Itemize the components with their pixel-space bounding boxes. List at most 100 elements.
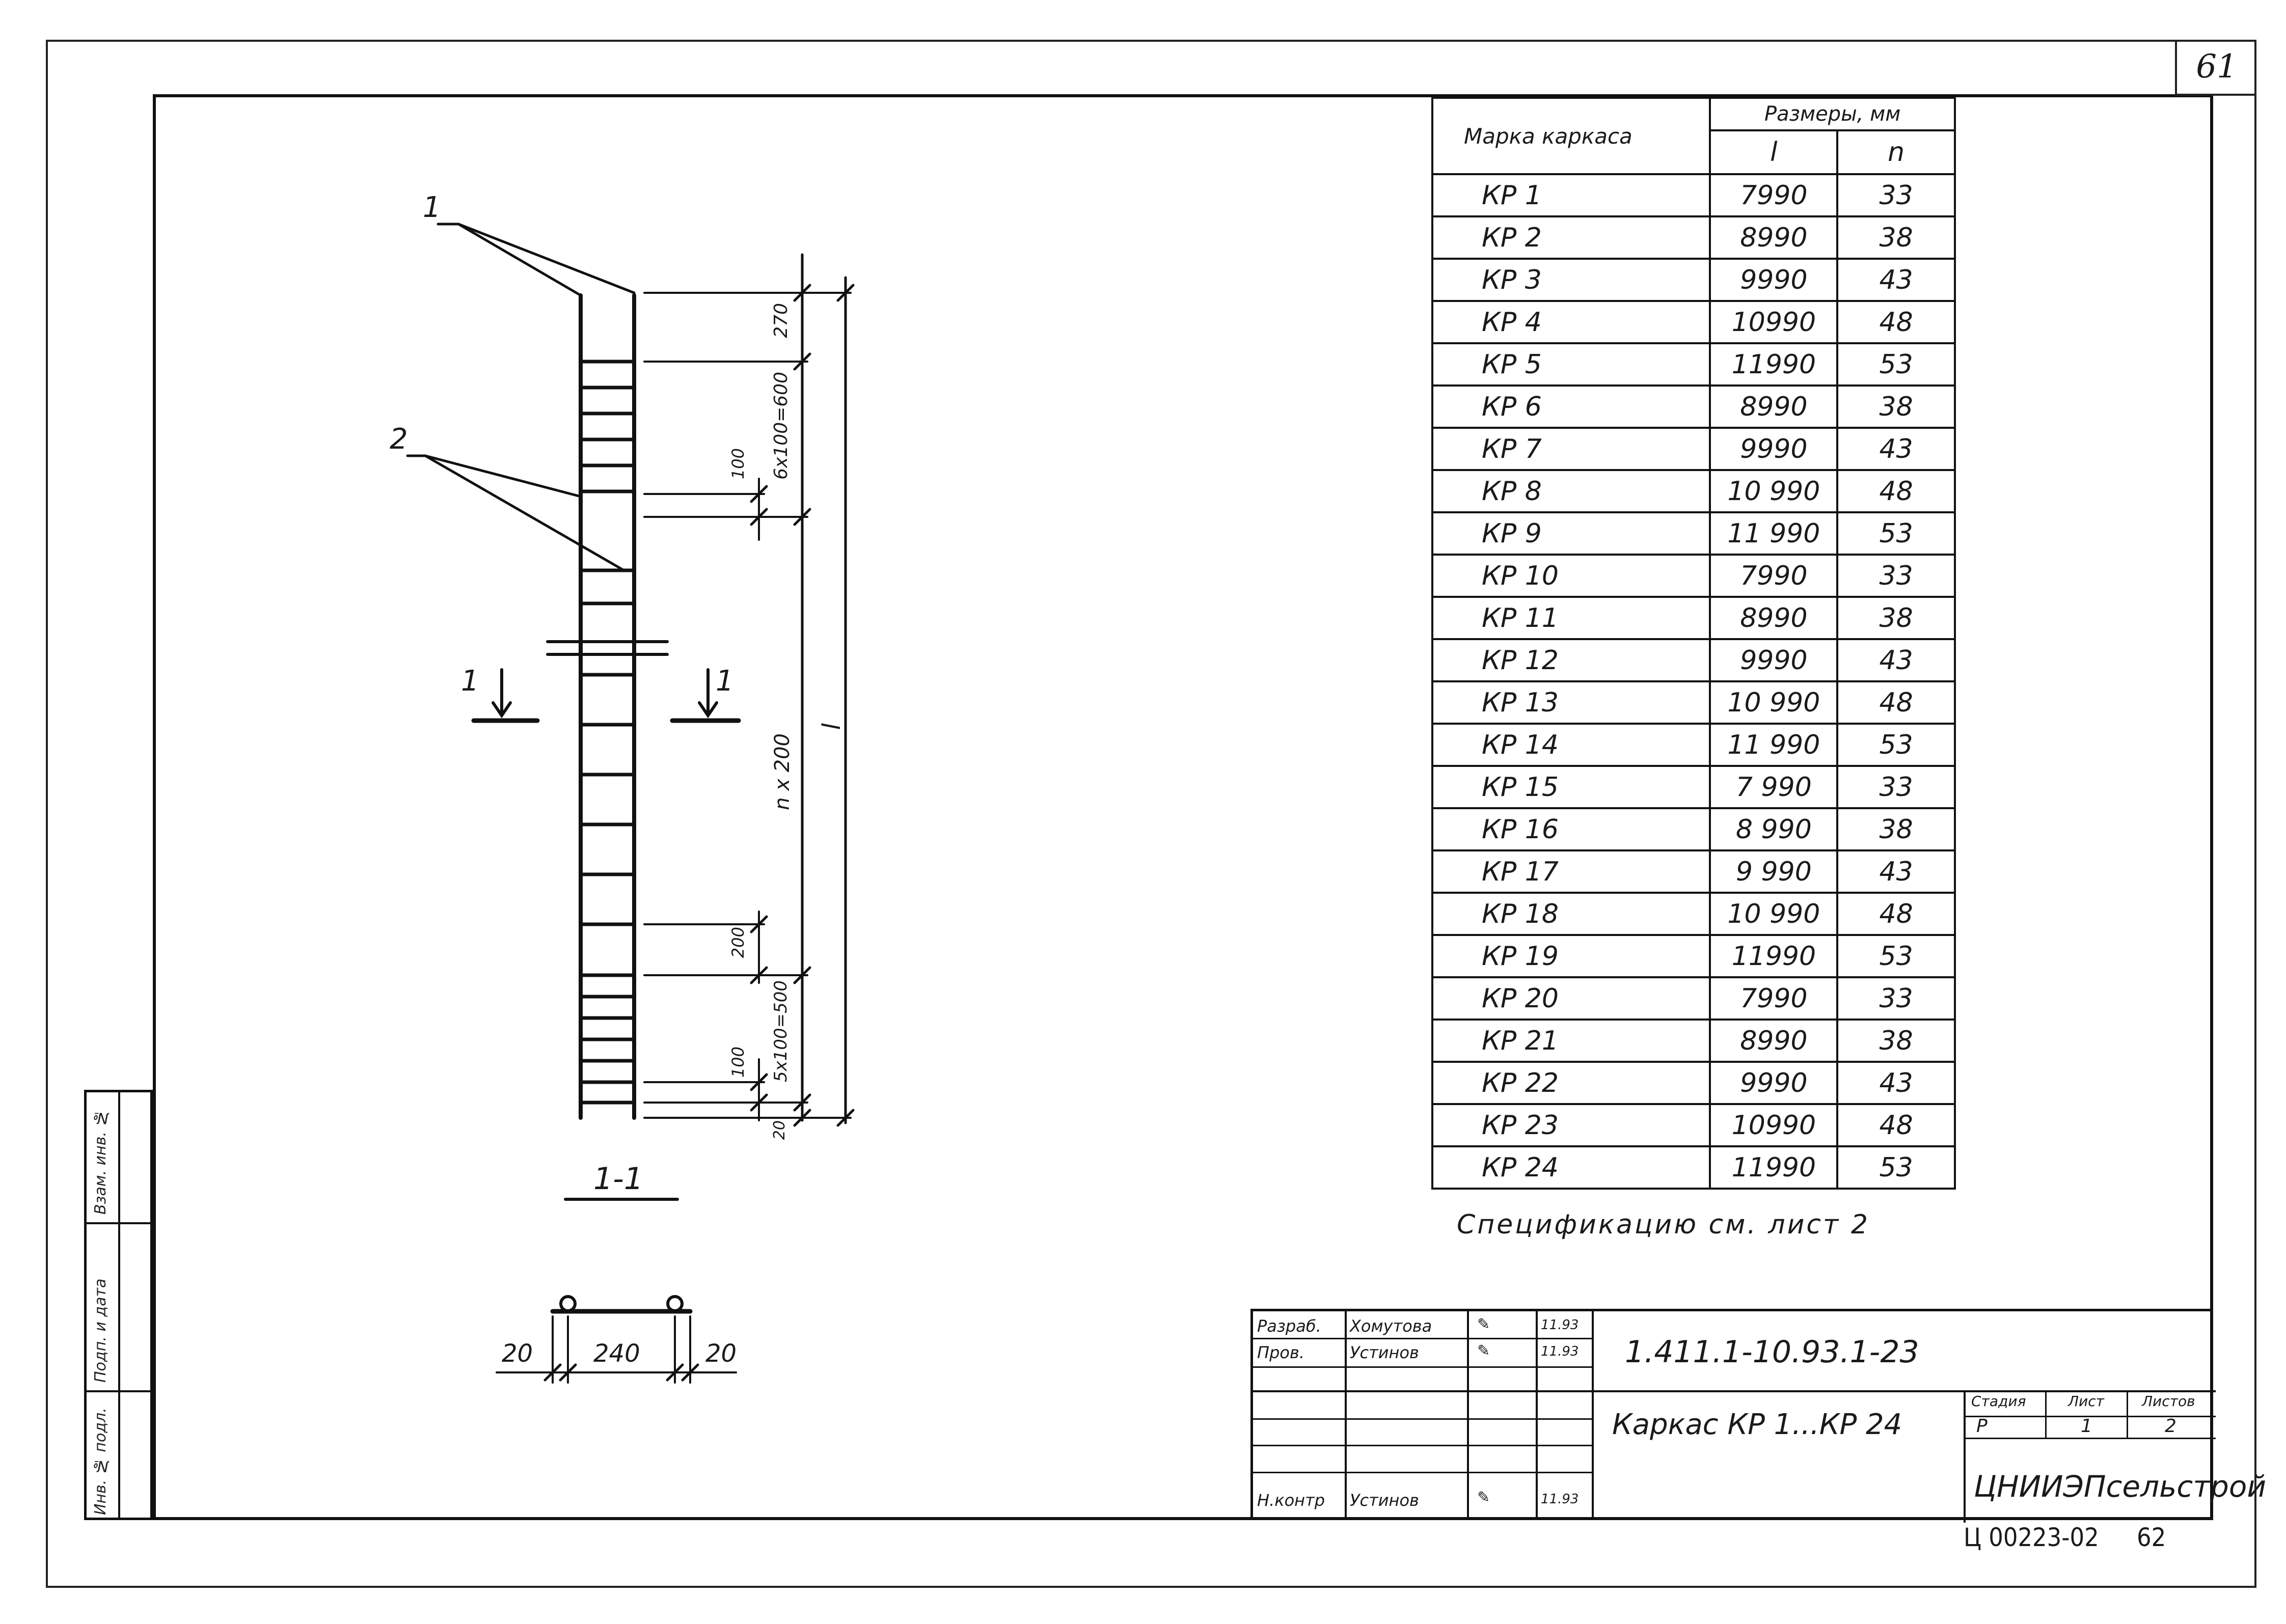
organization: ЦНИИЭПсельстрой	[1974, 1469, 2267, 1504]
sheets-label: Листов	[2142, 1393, 2195, 1410]
cell-mark: КР 19	[1431, 934, 1711, 978]
dim-bottom-group: 5х100=500	[771, 980, 791, 1083]
cell-l: 8990	[1709, 384, 1839, 429]
dim-20-bottom: 20	[771, 1120, 788, 1140]
stage-value: Р	[1976, 1416, 1988, 1437]
drawing-designation: 1.411.1-10.93.1-23	[1625, 1334, 1919, 1370]
callout-2-label: 2	[390, 423, 408, 456]
cell-l: 8990	[1709, 1019, 1839, 1063]
sheet-label: Лист	[2068, 1393, 2104, 1410]
stage-label: Стадия	[1971, 1393, 2026, 1410]
specification-note: Спецификацию см. лист 2	[1457, 1209, 1870, 1240]
archive-code: Ц 00223-02	[1964, 1523, 2099, 1552]
header-sizes: Размеры, мм	[1709, 97, 1956, 131]
cell-l: 11990	[1709, 934, 1839, 978]
cell-mark: КР 10	[1431, 554, 1711, 598]
cell-n: 48	[1836, 1103, 1956, 1147]
signature-norm-control: ✎	[1477, 1489, 1490, 1506]
section-dim-mid: 240	[593, 1339, 640, 1368]
cell-mark: КР 15	[1431, 765, 1711, 809]
cell-n: 48	[1836, 892, 1956, 936]
cell-l: 8 990	[1709, 807, 1839, 851]
cell-n: 33	[1836, 554, 1956, 598]
section-dim-right: 20	[705, 1339, 737, 1368]
cell-l: 11 990	[1709, 511, 1839, 556]
dim-270: 270	[771, 303, 792, 338]
dim-top-group: 6х100=600	[771, 372, 792, 480]
sheet-value: 1	[2081, 1416, 2092, 1437]
date-developed: 11.93	[1541, 1317, 1579, 1333]
cell-n: 38	[1836, 384, 1956, 429]
role-checked: Пров.	[1257, 1343, 1304, 1362]
cell-n: 48	[1836, 300, 1956, 344]
cell-l: 7990	[1709, 554, 1839, 598]
cell-n: 43	[1836, 638, 1956, 682]
cell-n: 43	[1836, 258, 1956, 302]
callout-1-leader	[457, 223, 636, 294]
cell-l: 7 990	[1709, 765, 1839, 809]
date-norm-control: 11.93	[1541, 1492, 1579, 1507]
cell-mark: КР 9	[1431, 511, 1711, 556]
cell-mark: КР 16	[1431, 807, 1711, 851]
dim-200: 200	[728, 927, 748, 958]
cell-l: 11 990	[1709, 723, 1839, 767]
cell-mark: КР 11	[1431, 596, 1711, 640]
cell-l: 9990	[1709, 638, 1839, 682]
cell-n: 43	[1836, 849, 1956, 894]
left-side-stamp: Взам. инв. № Подп. и дата Инв. № подл.	[84, 1090, 153, 1520]
section-mark-right: 1	[716, 665, 734, 698]
cell-mark: КР 18	[1431, 892, 1711, 936]
name-norm-control: Устинов	[1350, 1491, 1419, 1510]
cell-mark: КР 24	[1431, 1145, 1711, 1190]
cell-n: 53	[1836, 723, 1956, 767]
cell-n: 33	[1836, 173, 1956, 217]
signature-developed: ✎	[1477, 1315, 1490, 1333]
dim-100-bottom: 100	[728, 1047, 748, 1078]
cell-l: 10990	[1709, 300, 1839, 344]
dim-l: l	[818, 723, 846, 730]
cell-mark: КР 13	[1431, 680, 1711, 725]
cell-n: 53	[1836, 934, 1956, 978]
cell-mark: КР 14	[1431, 723, 1711, 767]
cell-l: 7990	[1709, 976, 1839, 1021]
cell-mark: КР 23	[1431, 1103, 1711, 1147]
cell-mark: КР 21	[1431, 1019, 1711, 1063]
cell-mark: КР 8	[1431, 469, 1711, 513]
title-block: Разраб. Хомутова ✎ 11.93 Пров. Устинов ✎…	[1250, 1309, 2266, 1523]
cell-l: 10 990	[1709, 680, 1839, 725]
header-l: l	[1709, 129, 1839, 175]
cell-n: 43	[1836, 1061, 1956, 1105]
cell-mark: КР 17	[1431, 849, 1711, 894]
section-mark-left: 1	[461, 665, 479, 698]
cell-mark: КР 3	[1431, 258, 1711, 302]
cell-mark: КР 2	[1431, 215, 1711, 260]
stamp-divider	[87, 1390, 150, 1392]
name-developed: Хомутова	[1350, 1316, 1432, 1336]
cell-n: 48	[1836, 680, 1956, 725]
section-label: 1-1	[593, 1161, 643, 1197]
cell-mark: КР 1	[1431, 173, 1711, 217]
cell-n: 38	[1836, 807, 1956, 851]
cell-l: 8990	[1709, 596, 1839, 640]
cell-n: 38	[1836, 1019, 1956, 1063]
section-dim-left: 20	[502, 1339, 533, 1368]
cross-section-rod-left	[559, 1295, 577, 1312]
dim-middle: n х 200	[771, 733, 794, 810]
bottom-code: Ц 00223-02 62	[1964, 1523, 2166, 1552]
cell-n: 53	[1836, 511, 1956, 556]
